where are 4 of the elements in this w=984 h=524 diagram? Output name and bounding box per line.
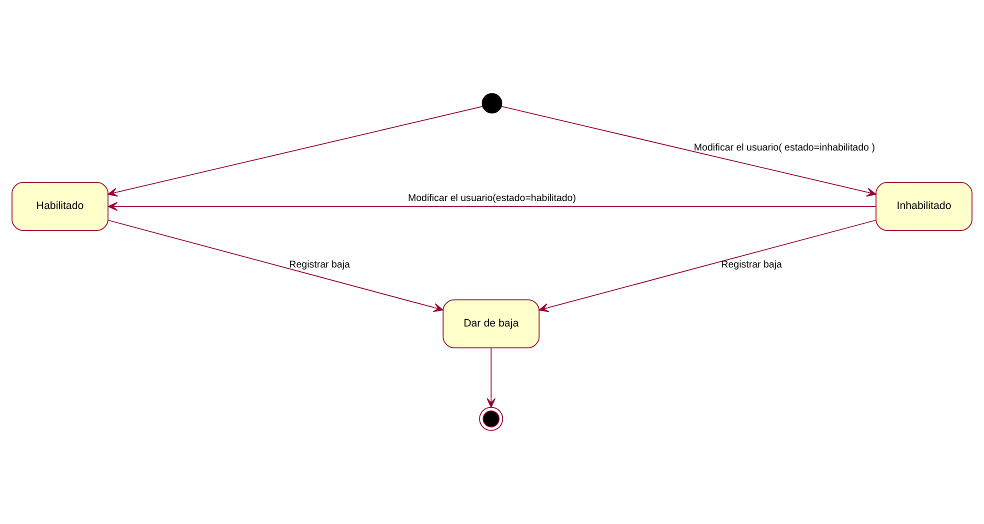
edge-label: Modificar el usuario( estado=inhabilitado ) [694,142,875,154]
edge-label: Modificar el usuario(estado=habilitado) [408,192,576,204]
edge-label: Registrar baja [721,260,782,271]
edge-label: Registrar baja [289,260,350,271]
